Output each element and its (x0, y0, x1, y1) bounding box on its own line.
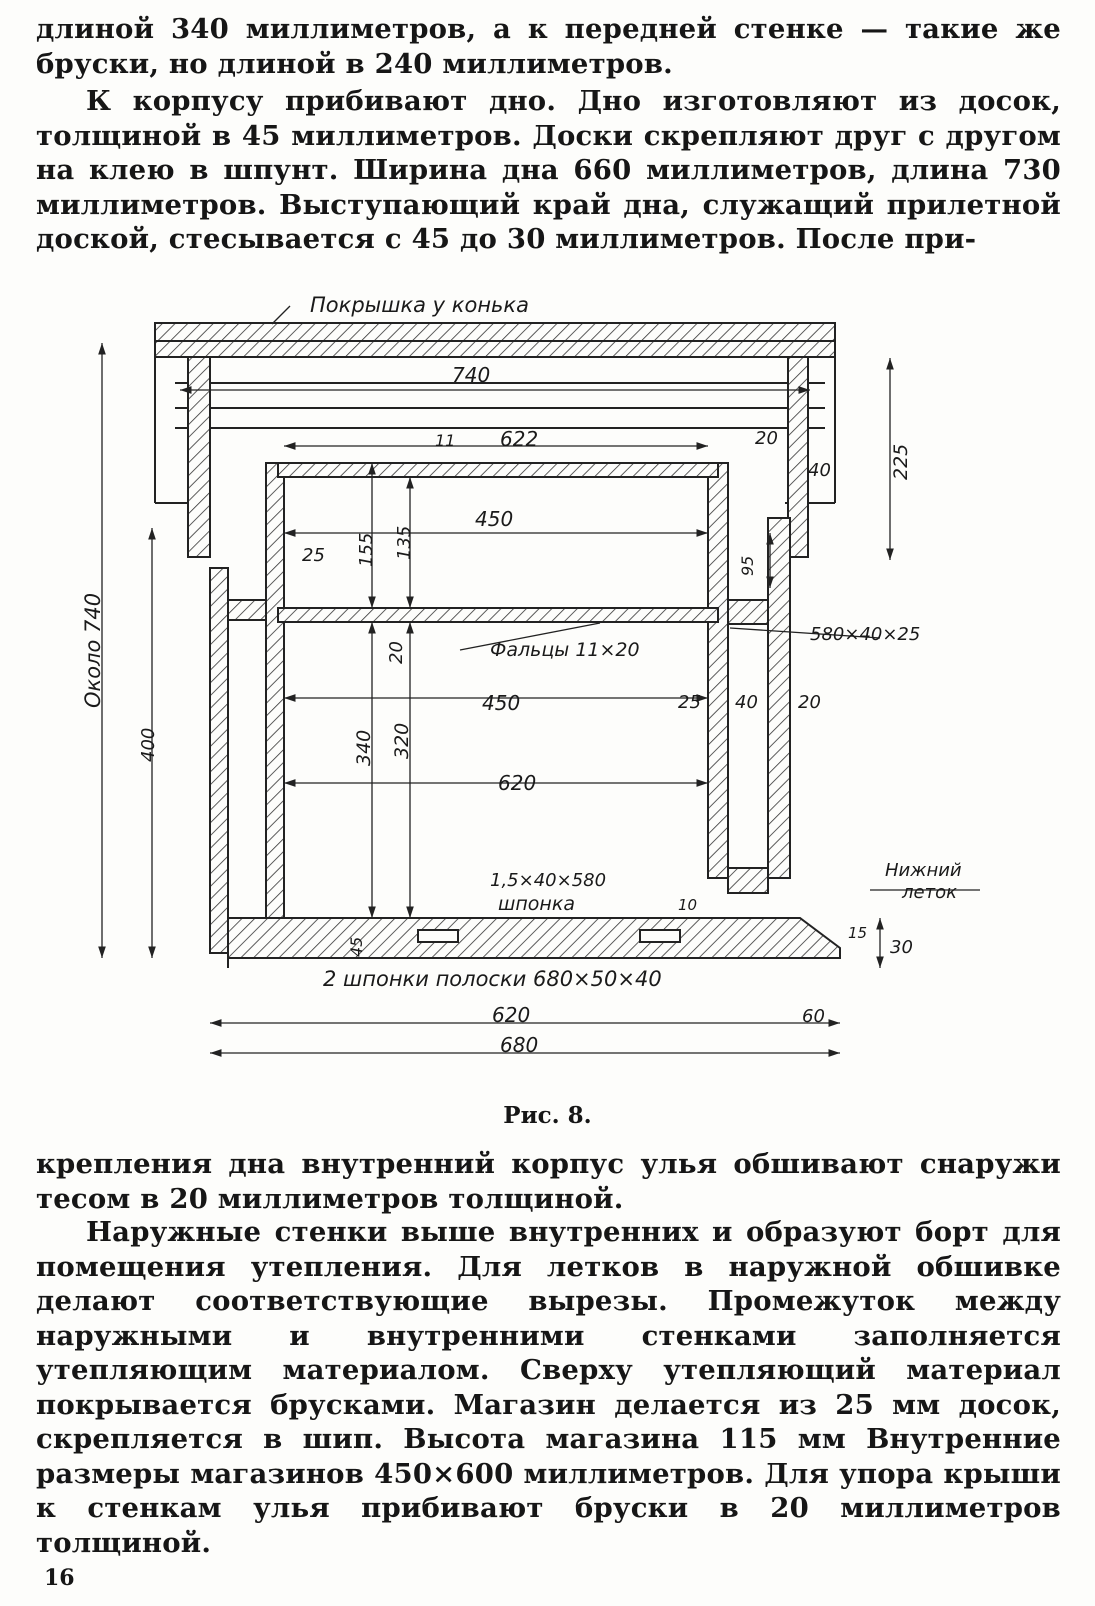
magazine-top (277, 462, 719, 478)
label-135: 135 (394, 526, 415, 560)
inner-wall-right (707, 462, 729, 879)
label-45: 45 (347, 937, 366, 957)
label-falcy: Фальцы 11×20 (490, 639, 640, 661)
paragraph-2: К корпусу прибивают дно. Дно изготовляют… (36, 85, 1061, 255)
label-shponka-size: 1,5×40×580 (490, 870, 606, 891)
label-20a: 20 (755, 428, 778, 449)
label-15: 15 (848, 924, 867, 942)
label-40a: 40 (808, 460, 831, 481)
label-680: 680 (500, 1033, 538, 1057)
label-95: 95 (738, 556, 757, 576)
label-60: 60 (802, 1006, 825, 1027)
figure-caption: Рис. 8. (503, 1102, 592, 1129)
hive-section-drawing: Покрышка у конька 740 11 622 20 40 225 4… (81, 293, 980, 1057)
outer-wall-left-top (187, 356, 211, 558)
label-225: 225 (890, 444, 912, 480)
label-40b: 40 (735, 692, 758, 713)
label-nizhn1: Нижний (885, 860, 962, 881)
outer-wall-right-top (787, 356, 809, 558)
roof-board-2 (154, 340, 836, 358)
label-nizhn2: леток (901, 882, 957, 903)
label-320: 320 (391, 723, 413, 759)
label-30: 30 (890, 937, 913, 958)
paragraph-3: крепления дна внутренний корпус улья обш… (36, 1148, 1061, 1215)
paragraph-1: длиной 340 миллиметров, а к передней сте… (36, 13, 1061, 80)
label-620b: 620 (492, 1003, 530, 1027)
label-450b: 450 (482, 691, 520, 715)
label-580: 580×40×25 (810, 624, 920, 645)
label-shponka: шпонка (498, 893, 575, 915)
label-155: 155 (356, 533, 377, 567)
label-740: 740 (452, 363, 490, 387)
label-strips: 2 шпонки полоски 680×50×40 (323, 967, 662, 991)
paragraph-4: Наружные стенки выше внутренних и образу… (36, 1216, 1061, 1559)
label-11: 11 (435, 431, 455, 450)
label-25b: 25 (678, 692, 701, 713)
page-number: 16 (44, 1565, 75, 1591)
outer-wall-left (209, 567, 229, 954)
bottom-board (227, 917, 841, 959)
roof-top-board (154, 322, 836, 342)
label-about740: Около 740 (81, 593, 105, 708)
label-25a: 25 (302, 545, 325, 566)
label-10: 10 (678, 896, 697, 914)
label-622: 622 (500, 427, 538, 451)
label-400: 400 (138, 728, 159, 762)
label-620a: 620 (498, 771, 536, 795)
label-20b: 20 (386, 641, 407, 664)
label-450a: 450 (475, 507, 513, 531)
rebate-bar (277, 607, 719, 623)
label-340: 340 (353, 730, 375, 766)
inner-wall-left (265, 462, 285, 919)
outer-wall-right (767, 517, 791, 879)
figure-hive-drawing: Покрышка у конька 740 11 622 20 40 225 4… (80, 278, 1020, 1098)
label-20c: 20 (798, 692, 821, 713)
label-roof: Покрышка у конька (310, 293, 529, 317)
